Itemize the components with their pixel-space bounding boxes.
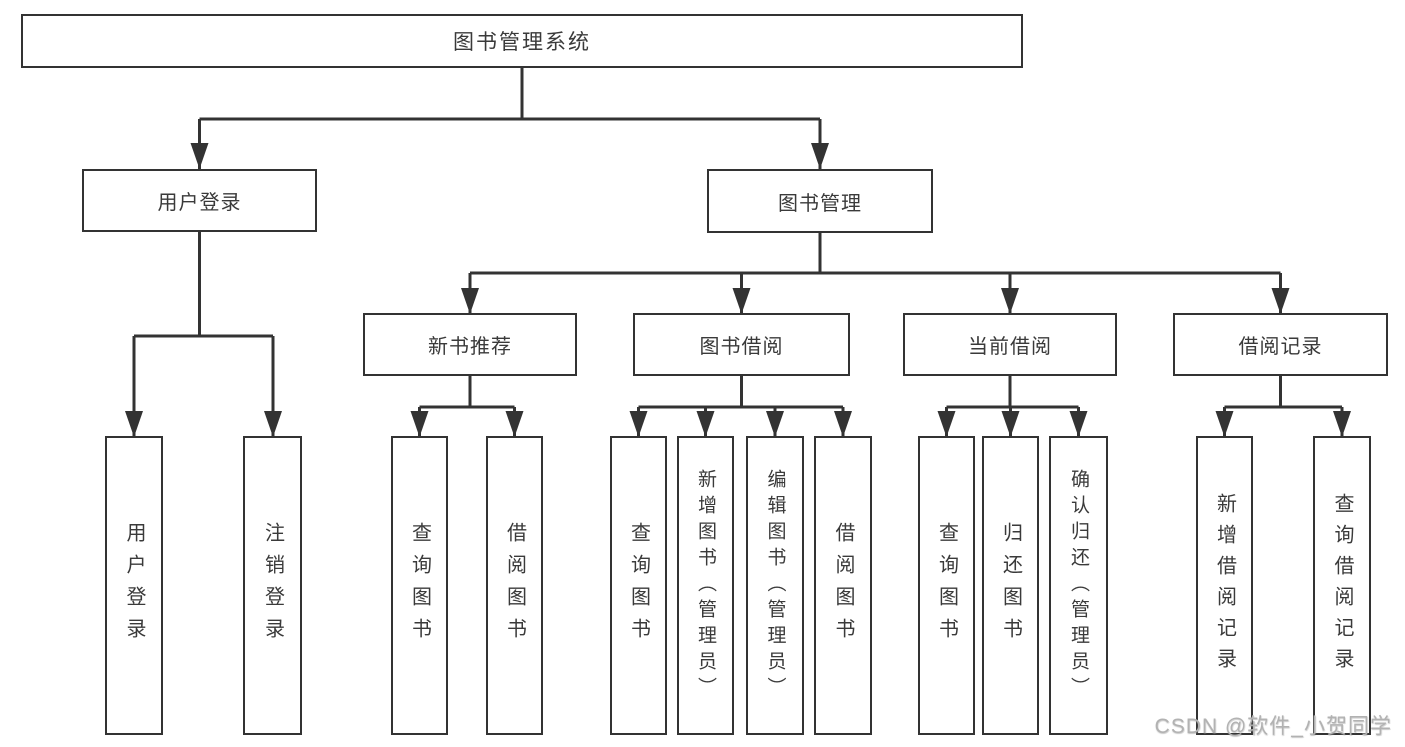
leaf-user-login: 用户登录 (105, 436, 163, 735)
arrowheads (125, 143, 1351, 437)
arrowhead-icon (1333, 411, 1351, 437)
arrowhead-icon (834, 411, 852, 437)
leaf-query-books-recommend: 查询图书 (391, 436, 448, 735)
node-new-book-recommendation: 新书推荐 (363, 313, 577, 376)
leaf-label: 查询借阅记录 (1331, 492, 1353, 679)
leaf-query-books-borrowing: 查询图书 (610, 436, 667, 735)
arrowhead-icon (1271, 288, 1290, 314)
node-user-login: 用户登录 (82, 169, 317, 232)
leaf-label: 注销登录 (261, 521, 284, 650)
node-borrowing-records: 借阅记录 (1173, 313, 1388, 376)
leaf-borrow-books-borrowing: 借阅图书 (814, 436, 872, 735)
node-label: 用户登录 (157, 192, 242, 214)
node-book-management: 图书管理 (707, 169, 933, 233)
node-current-borrowing: 当前借阅 (903, 313, 1117, 376)
node-label: 当前借阅 (968, 336, 1052, 358)
leaf-query-books-current: 查询图书 (918, 436, 975, 735)
arrowhead-icon (937, 411, 956, 437)
watermark: CSDN @软件_小贺同学 (1154, 715, 1392, 738)
node-label: 图书借阅 (699, 336, 784, 358)
arrowhead-icon (1069, 411, 1088, 437)
leaf-label: 归还图书 (999, 521, 1022, 650)
arrowhead-icon (1001, 288, 1019, 314)
leaf-add-borrow-record: 新增借阅记录 (1196, 436, 1253, 735)
leaf-return-books: 归还图书 (982, 436, 1039, 735)
node-book-borrowing: 图书借阅 (633, 313, 850, 376)
leaf-edit-book-admin: 编辑图书（管理员） (746, 436, 804, 735)
leaf-label: 查询图书 (935, 521, 958, 650)
leaf-label: 查询图书 (408, 521, 431, 650)
leaf-label: 查询图书 (627, 521, 650, 650)
arrowhead-icon (461, 288, 479, 314)
leaf-logout: 注销登录 (243, 436, 302, 735)
node-label: 借阅记录 (1238, 336, 1323, 358)
leaf-label: 新增图书（管理员） (695, 468, 716, 703)
arrowhead-icon (125, 411, 143, 437)
leaf-label: 新增借阅记录 (1213, 492, 1236, 679)
arrowhead-icon (264, 411, 282, 437)
leaf-borrow-books-recommend: 借阅图书 (486, 436, 543, 735)
leaf-label: 编辑图书（管理员） (764, 468, 786, 703)
connector-paths (132, 68, 1344, 437)
arrowhead-icon (766, 411, 784, 437)
leaf-label: 借阅图书 (503, 521, 526, 650)
arrowhead-icon (696, 411, 715, 437)
arrowhead-icon (629, 411, 648, 437)
arrowhead-icon (1215, 411, 1234, 437)
leaf-add-book-admin: 新增图书（管理员） (677, 436, 734, 735)
arrowhead-icon (410, 411, 429, 437)
arrowhead-icon (811, 143, 829, 169)
node-library-management-system: 图书管理系统 (21, 14, 1023, 68)
node-label: 新书推荐 (428, 336, 512, 358)
arrowhead-icon (505, 411, 524, 437)
leaf-label: 借阅图书 (832, 521, 854, 650)
leaf-confirm-return-admin: 确认归还（管理员） (1049, 436, 1108, 735)
node-label: 图书管理系统 (453, 31, 591, 54)
arrowhead-icon (190, 143, 209, 169)
node-label: 图书管理 (778, 192, 862, 215)
leaf-label: 用户登录 (123, 521, 145, 650)
leaf-label: 确认归还（管理员） (1068, 468, 1089, 703)
arrowhead-icon (732, 288, 751, 314)
leaf-query-borrow-record: 查询借阅记录 (1313, 436, 1371, 735)
arrowhead-icon (1001, 411, 1020, 437)
